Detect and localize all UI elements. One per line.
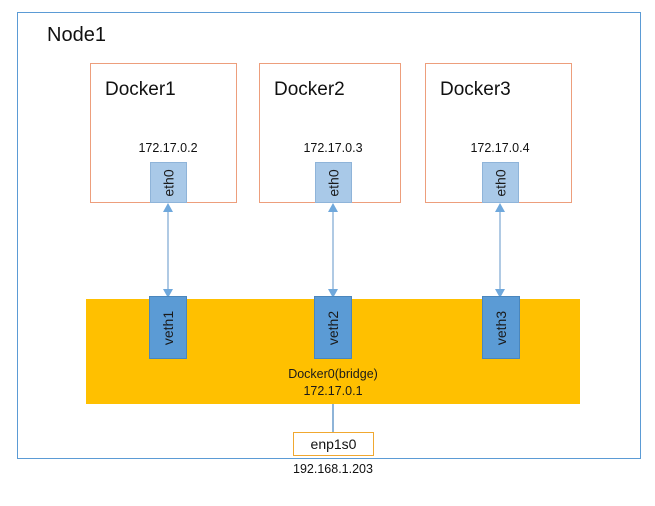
bridge-name-label: Docker0(bridge): [288, 367, 378, 381]
veth-label-1: veth1: [160, 310, 176, 345]
veth-pair-link-3: [488, 203, 512, 298]
container-ip-1: 172.17.0.2: [138, 141, 198, 155]
host-nic-label: enp1s0: [310, 435, 357, 452]
eth0-label-1: eth0: [160, 168, 177, 197]
host-nic-ip: 192.168.1.203: [293, 462, 373, 476]
veth-interface-2: veth2: [314, 296, 352, 359]
veth-interface-3: veth3: [482, 296, 520, 359]
veth-label-3: veth3: [493, 310, 509, 345]
eth0-interface-2: eth0: [315, 162, 352, 203]
veth-pair-link-2: [321, 203, 345, 298]
node-container: [17, 12, 641, 459]
veth-pair-link-1: [156, 203, 180, 298]
docker-title-1: Docker1: [105, 79, 176, 100]
eth0-interface-1: eth0: [150, 162, 187, 203]
veth-label-2: veth2: [325, 310, 341, 345]
eth0-label-2: eth0: [325, 168, 342, 197]
eth0-interface-3: eth0: [482, 162, 519, 203]
docker-title-2: Docker2: [274, 79, 345, 100]
host-uplink-line: [332, 404, 334, 434]
node-label: Node1: [47, 24, 106, 46]
veth-interface-1: veth1: [149, 296, 187, 359]
bridge-ip-label: 172.17.0.1: [303, 384, 363, 398]
docker-title-3: Docker3: [440, 79, 511, 100]
host-nic-box: enp1s0: [293, 432, 374, 456]
container-ip-2: 172.17.0.3: [303, 141, 363, 155]
eth0-label-3: eth0: [492, 168, 509, 197]
container-ip-3: 172.17.0.4: [470, 141, 530, 155]
docker-container-3: Docker3: [425, 63, 572, 203]
